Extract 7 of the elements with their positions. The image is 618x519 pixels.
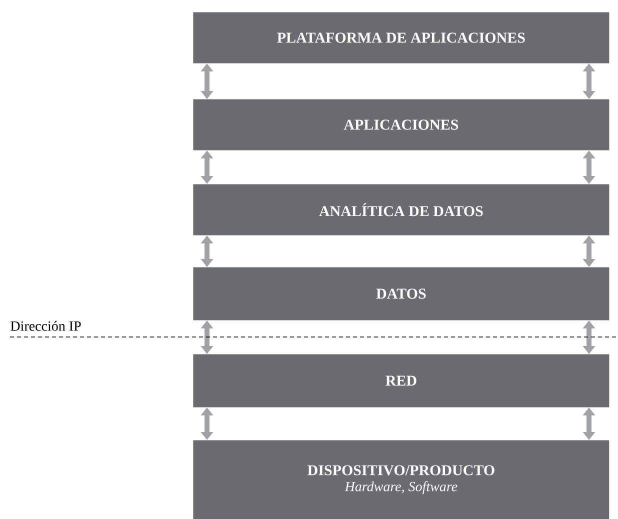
layer-box: RED (193, 354, 610, 408)
layer-box: ANALÍTICA DE DATOS (193, 184, 610, 236)
layer-box: DATOS (193, 267, 610, 320)
layer-box: DISPOSITIVO/PRODUCTO Hardware, Software (193, 440, 610, 519)
boundary-label: Dirección IP (10, 320, 81, 331)
layer-box: PLATAFORMA DE APLICACIONES (193, 12, 610, 64)
layer-box: APLICACIONES (193, 99, 610, 150)
